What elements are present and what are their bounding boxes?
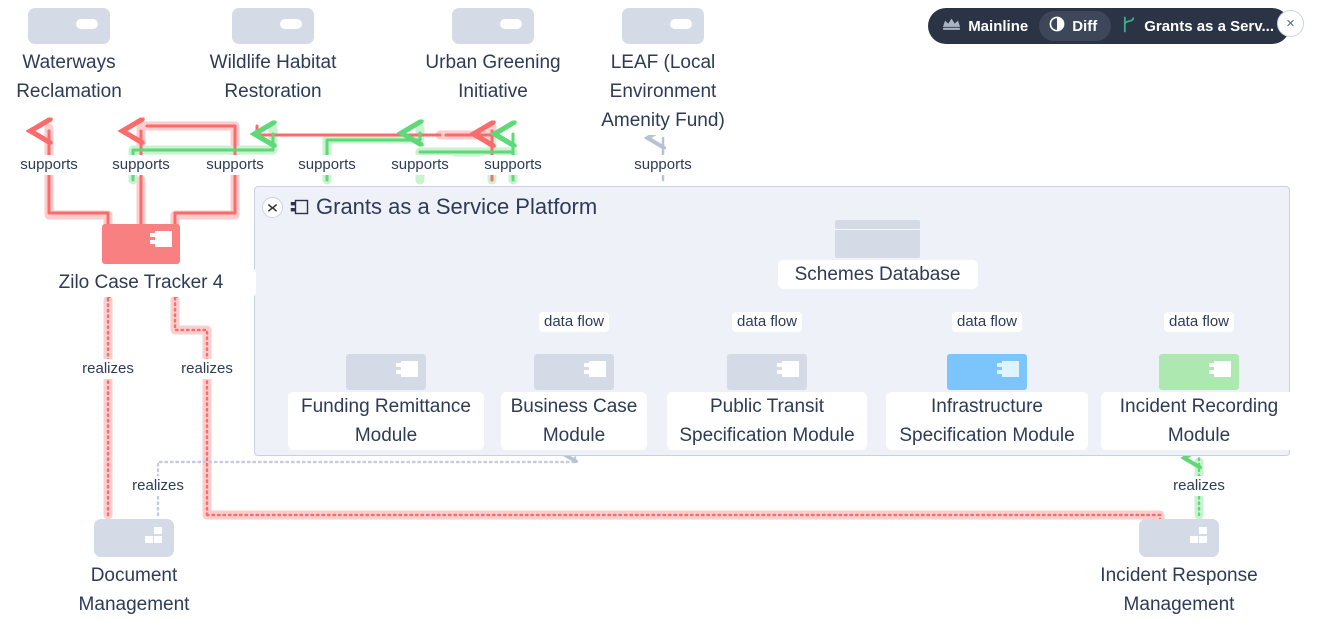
node-label: Incident Response Management	[1069, 561, 1289, 619]
node-wildlife-habitat-restoration[interactable]: Wildlife Habitat Restoration	[168, 8, 378, 106]
node-glyph	[28, 8, 110, 44]
node-glyph	[94, 519, 174, 557]
edge-realizes-3	[156, 452, 575, 517]
node-label: Urban Greening Initiative	[388, 48, 598, 106]
diff-toggle[interactable]: Diff	[1039, 11, 1112, 41]
edge-label-supports-5: supports	[386, 155, 454, 175]
edge-label-supports-4: supports	[293, 155, 361, 175]
node-label: Document Management	[34, 561, 234, 619]
edge-supports-1b	[47, 178, 110, 228]
edge-label-dataflow-1: data flow	[538, 312, 610, 332]
edge-label-supports-2: supports	[107, 155, 175, 175]
edge-supports-5b	[173, 178, 237, 228]
edge-label-dataflow-2: data flow	[731, 312, 803, 332]
edge-label-realizes-4: realizes	[1168, 476, 1230, 496]
goal-icon	[500, 19, 522, 29]
node-glyph	[452, 8, 534, 44]
node-schemes-database[interactable]: Schemes Database	[777, 220, 978, 289]
edge-supports-urban	[255, 124, 442, 137]
node-public-transit-specification-module[interactable]: Public Transit Specification Module	[667, 354, 867, 450]
edge-label-dataflow-3: data flow	[951, 312, 1023, 332]
capability-icon	[1185, 527, 1209, 549]
node-label: Infrastructure Specification Module	[886, 392, 1088, 450]
node-glyph	[232, 8, 314, 44]
edge-supports-urban2	[444, 129, 494, 137]
node-label: Business Case Module	[501, 392, 647, 450]
node-urban-greening-initiative[interactable]: Urban Greening Initiative	[388, 8, 598, 106]
grouping-icon	[290, 199, 309, 216]
node-label: Public Transit Specification Module	[667, 392, 867, 450]
edge-label-supports-7: supports	[629, 155, 697, 175]
model-label: Grants as a Serv...	[1144, 17, 1274, 35]
edge-label-supports-6: supports	[479, 155, 547, 175]
goal-icon	[280, 19, 302, 29]
node-label: LEAF (Local Environment Amenity Fund)	[573, 48, 753, 135]
node-incident-response-management[interactable]: Incident Response Management	[1069, 519, 1289, 619]
component-icon	[777, 361, 799, 377]
component-icon	[150, 231, 172, 247]
node-label: Schemes Database	[777, 260, 978, 289]
node-leaf-fund[interactable]: LEAF (Local Environment Amenity Fund)	[573, 8, 753, 135]
component-icon	[1209, 361, 1231, 377]
group-title: Grants as a Service Platform	[316, 194, 598, 219]
edge-realizes-zilo-incident	[205, 513, 1162, 530]
node-glyph	[727, 354, 807, 390]
diff-contrast-icon	[1049, 16, 1065, 36]
node-label: Waterways Reclamation	[0, 48, 174, 106]
edge-label-dataflow-4: data flow	[1163, 312, 1235, 332]
node-label: Zilo Case Tracker 4	[26, 268, 256, 297]
node-glyph	[622, 8, 704, 44]
node-label: Incident Recording Module	[1101, 392, 1297, 450]
collapse-vertical-icon[interactable]	[262, 196, 283, 218]
node-glyph	[947, 354, 1027, 390]
branch-selector-mainline[interactable]: Mainline	[942, 17, 1028, 35]
view-toolbar: Mainline Diff Grants as a Serv...	[928, 8, 1290, 44]
model-selector[interactable]: Grants as a Serv...	[1122, 16, 1274, 37]
goal-icon	[76, 19, 98, 29]
branch-label: Mainline	[968, 17, 1029, 35]
node-glyph	[534, 354, 614, 390]
edge-label-supports-3: supports	[201, 155, 269, 175]
edge-label-supports-1: supports	[15, 155, 83, 175]
edge-label-realizes-2: realizes	[176, 359, 238, 379]
diff-label: Diff	[1072, 17, 1098, 35]
node-waterways-reclamation[interactable]: Waterways Reclamation	[0, 8, 174, 106]
node-incident-recording-module[interactable]: Incident Recording Module	[1101, 354, 1297, 450]
node-label: Wildlife Habitat Restoration	[168, 48, 378, 106]
node-infrastructure-specification-module[interactable]: Infrastructure Specification Module	[886, 354, 1088, 450]
capability-icon	[140, 527, 164, 549]
node-glyph	[1159, 354, 1239, 390]
node-glyph	[835, 220, 920, 258]
component-icon	[584, 361, 606, 377]
node-glyph	[1139, 519, 1219, 557]
node-document-management[interactable]: Document Management	[34, 519, 234, 619]
goal-icon	[670, 19, 692, 29]
crown-icon	[942, 17, 961, 35]
component-icon	[997, 361, 1019, 377]
branch-icon	[1122, 16, 1137, 37]
edge-label-realizes-3: realizes	[127, 476, 189, 496]
component-icon	[396, 361, 418, 377]
node-label: Funding Remittance Module	[288, 392, 484, 450]
node-business-case-module[interactable]: Business Case Module	[501, 354, 647, 450]
node-funding-remittance-module[interactable]: Funding Remittance Module	[288, 354, 484, 450]
node-glyph	[346, 354, 426, 390]
node-zilo-case-tracker-4[interactable]: Zilo Case Tracker 4	[26, 224, 256, 297]
edge-label-realizes-1: realizes	[77, 359, 139, 379]
node-glyph	[102, 224, 180, 264]
close-icon[interactable]: ×	[1277, 10, 1304, 37]
group-header: Grants as a Service Platform	[262, 194, 597, 220]
